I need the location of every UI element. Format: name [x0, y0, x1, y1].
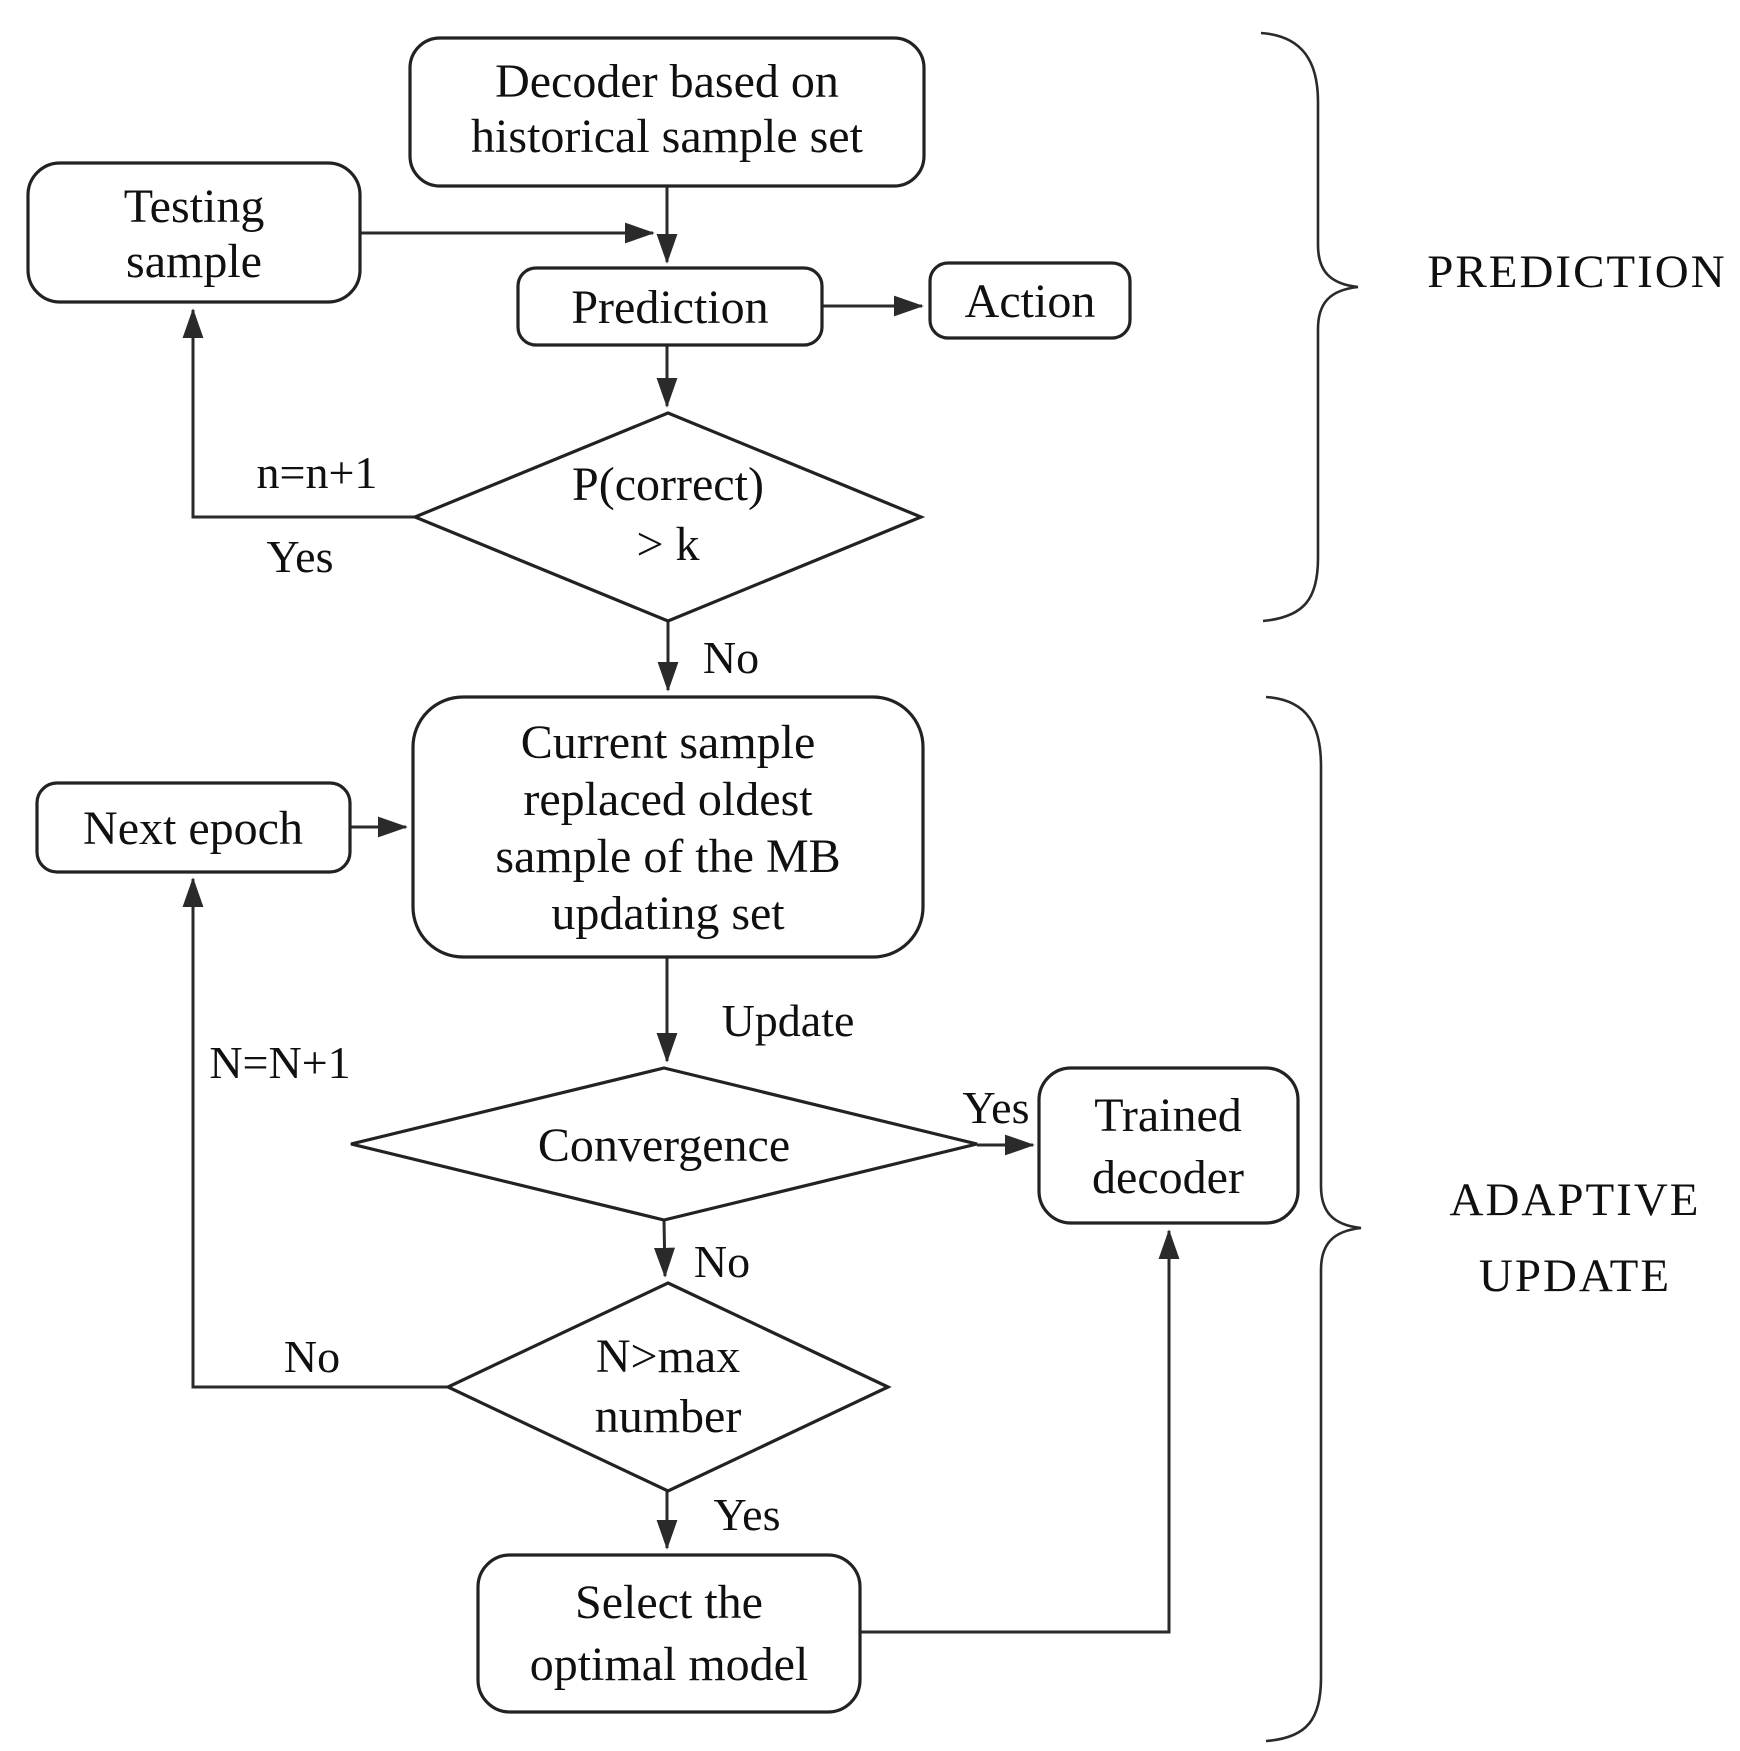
node-nmax-line2: number [595, 1390, 742, 1443]
node-pcorrect-shape [410, 411, 926, 623]
node-convergence-shape [350, 1066, 978, 1222]
node-trained-decoder-line1: Trained [1094, 1089, 1242, 1142]
node-decoder: Decoder based on historical sample set [408, 36, 926, 188]
node-pcorrect-decision: P(correct) > k [410, 411, 926, 623]
section-label-adaptive-line1: ADAPTIVE [1450, 1174, 1701, 1226]
node-current-sample-line4: updating set [551, 887, 785, 940]
node-current-sample-line1: Current sample [521, 716, 816, 769]
node-decoder-line2: historical sample set [471, 110, 864, 163]
node-action-label: Action [965, 275, 1096, 328]
edge-label-update: Update [722, 995, 855, 1046]
node-current-sample-line3: sample of the MB [495, 830, 840, 883]
node-current-sample-shape [411, 695, 925, 959]
edge-labels: n=n+1 Yes No Update N=N+1 Yes No No Yes [209, 447, 1029, 1540]
node-prediction: Prediction [516, 266, 824, 347]
adaptive-update-brace [1265, 695, 1362, 1743]
edge-label-no-convergence: No [694, 1236, 750, 1287]
node-trained-decoder: Trained decoder [1037, 1066, 1300, 1225]
node-decoder-shape [408, 36, 926, 188]
section-annotations: PREDICTION ADAPTIVE UPDATE [1260, 31, 1726, 1743]
node-trained-decoder-line2: decoder [1092, 1151, 1244, 1204]
node-testing-sample-line2: sample [126, 235, 262, 288]
edge-label-no-nmax: No [284, 1331, 340, 1382]
arrow-select-to-trained [860, 1229, 1180, 1634]
node-select-model-shape [476, 1553, 862, 1714]
edge-label-n-increment: n=n+1 [257, 447, 378, 498]
node-action: Action [928, 261, 1132, 340]
node-testing-sample-shape [26, 161, 362, 304]
section-label-prediction: PREDICTION [1427, 246, 1726, 298]
node-current-sample-line2: replaced oldest [523, 773, 813, 826]
nodes: Decoder based on historical sample set T… [26, 36, 1300, 1714]
node-next-epoch-shape [35, 781, 352, 874]
arrow-pcorrect-yes-loop [182, 308, 415, 519]
node-pcorrect-line1: P(correct) [572, 458, 764, 511]
edge-label-yes-convergence: Yes [963, 1082, 1030, 1133]
section-label-adaptive-line2: UPDATE [1479, 1250, 1671, 1302]
node-prediction-label: Prediction [571, 281, 768, 334]
node-action-shape [928, 261, 1132, 340]
node-select-model-line1: Select the [575, 1576, 763, 1629]
edge-label-yes-pcorrect: Yes [267, 531, 334, 582]
node-prediction-shape [516, 266, 824, 347]
node-nmax-line1: N>max [596, 1330, 740, 1383]
node-decoder-line1: Decoder based on [495, 55, 839, 108]
node-testing-sample-line1: Testing [124, 180, 265, 233]
node-select-model: Select the optimal model [476, 1553, 862, 1714]
node-trained-decoder-shape [1037, 1066, 1300, 1225]
node-current-sample: Current sample replaced oldest sample of… [411, 695, 925, 959]
prediction-brace [1260, 31, 1359, 623]
edge-label-N-increment: N=N+1 [209, 1037, 350, 1088]
node-nmax-shape [444, 1281, 892, 1493]
edge-label-no-pcorrect: No [703, 632, 759, 683]
node-pcorrect-line2: > k [636, 518, 699, 571]
node-testing-sample: Testing sample [26, 161, 362, 304]
arrow-nmax-no-loop [182, 877, 448, 1389]
node-convergence-decision: Convergence [350, 1066, 978, 1222]
edge-label-yes-nmax: Yes [714, 1489, 781, 1540]
edges [182, 186, 1180, 1634]
node-convergence-label: Convergence [538, 1119, 790, 1172]
node-next-epoch-label: Next epoch [83, 802, 303, 855]
node-select-model-line2: optimal model [530, 1638, 809, 1691]
node-nmax-decision: N>max number [444, 1281, 892, 1493]
arrow-convergence-no-to-nmax [653, 1219, 675, 1278]
node-next-epoch: Next epoch [35, 781, 352, 874]
